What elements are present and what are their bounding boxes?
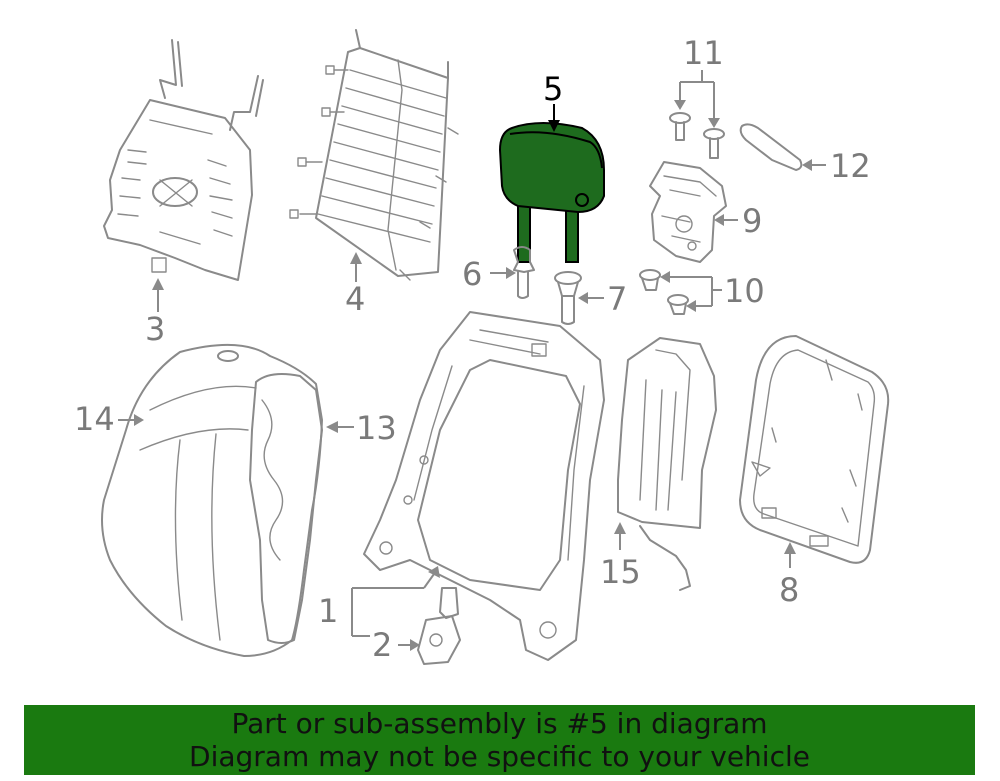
callout-10: 10 <box>724 272 765 310</box>
callout-7: 7 <box>607 280 627 318</box>
part-2-motor <box>417 587 461 665</box>
callout-13: 13 <box>356 409 397 447</box>
callout-2: 2 <box>372 626 392 664</box>
part-6-guide <box>513 246 535 299</box>
part-5-headrest <box>498 122 605 263</box>
part-9-adjuster <box>649 161 727 263</box>
callout-4: 4 <box>345 280 365 318</box>
part-11-screws <box>669 70 725 159</box>
banner-line-1: Part or sub-assembly is #5 in diagram <box>231 707 768 740</box>
parts-diagram: 3 4 5 6 7 <box>74 29 890 665</box>
banner-line-2: Diagram may not be specific to your vehi… <box>189 740 810 773</box>
callout-5: 5 <box>543 70 563 108</box>
callout-1: 1 <box>318 592 338 630</box>
part-1-frame <box>363 311 605 661</box>
part-12-trim-cap <box>739 123 803 171</box>
part-8-back-panel <box>739 335 890 564</box>
callout-12: 12 <box>830 147 871 185</box>
part-7-guide <box>554 271 582 325</box>
part-14-cover <box>101 343 323 657</box>
part-15-panel <box>617 337 717 591</box>
info-banner: Part or sub-assembly is #5 in diagram Di… <box>24 705 975 775</box>
part-4-wire-mat <box>289 29 459 281</box>
callout-15: 15 <box>600 553 641 591</box>
callout-14: 14 <box>74 400 115 438</box>
part-3-support-panel <box>103 39 264 281</box>
callout-6: 6 <box>462 255 482 293</box>
callout-11: 11 <box>683 34 724 72</box>
callout-9: 9 <box>742 202 762 240</box>
part-13-pad <box>249 373 323 644</box>
callout-8: 8 <box>779 571 799 609</box>
part-10-clips <box>639 269 722 315</box>
callout-3: 3 <box>145 310 165 348</box>
